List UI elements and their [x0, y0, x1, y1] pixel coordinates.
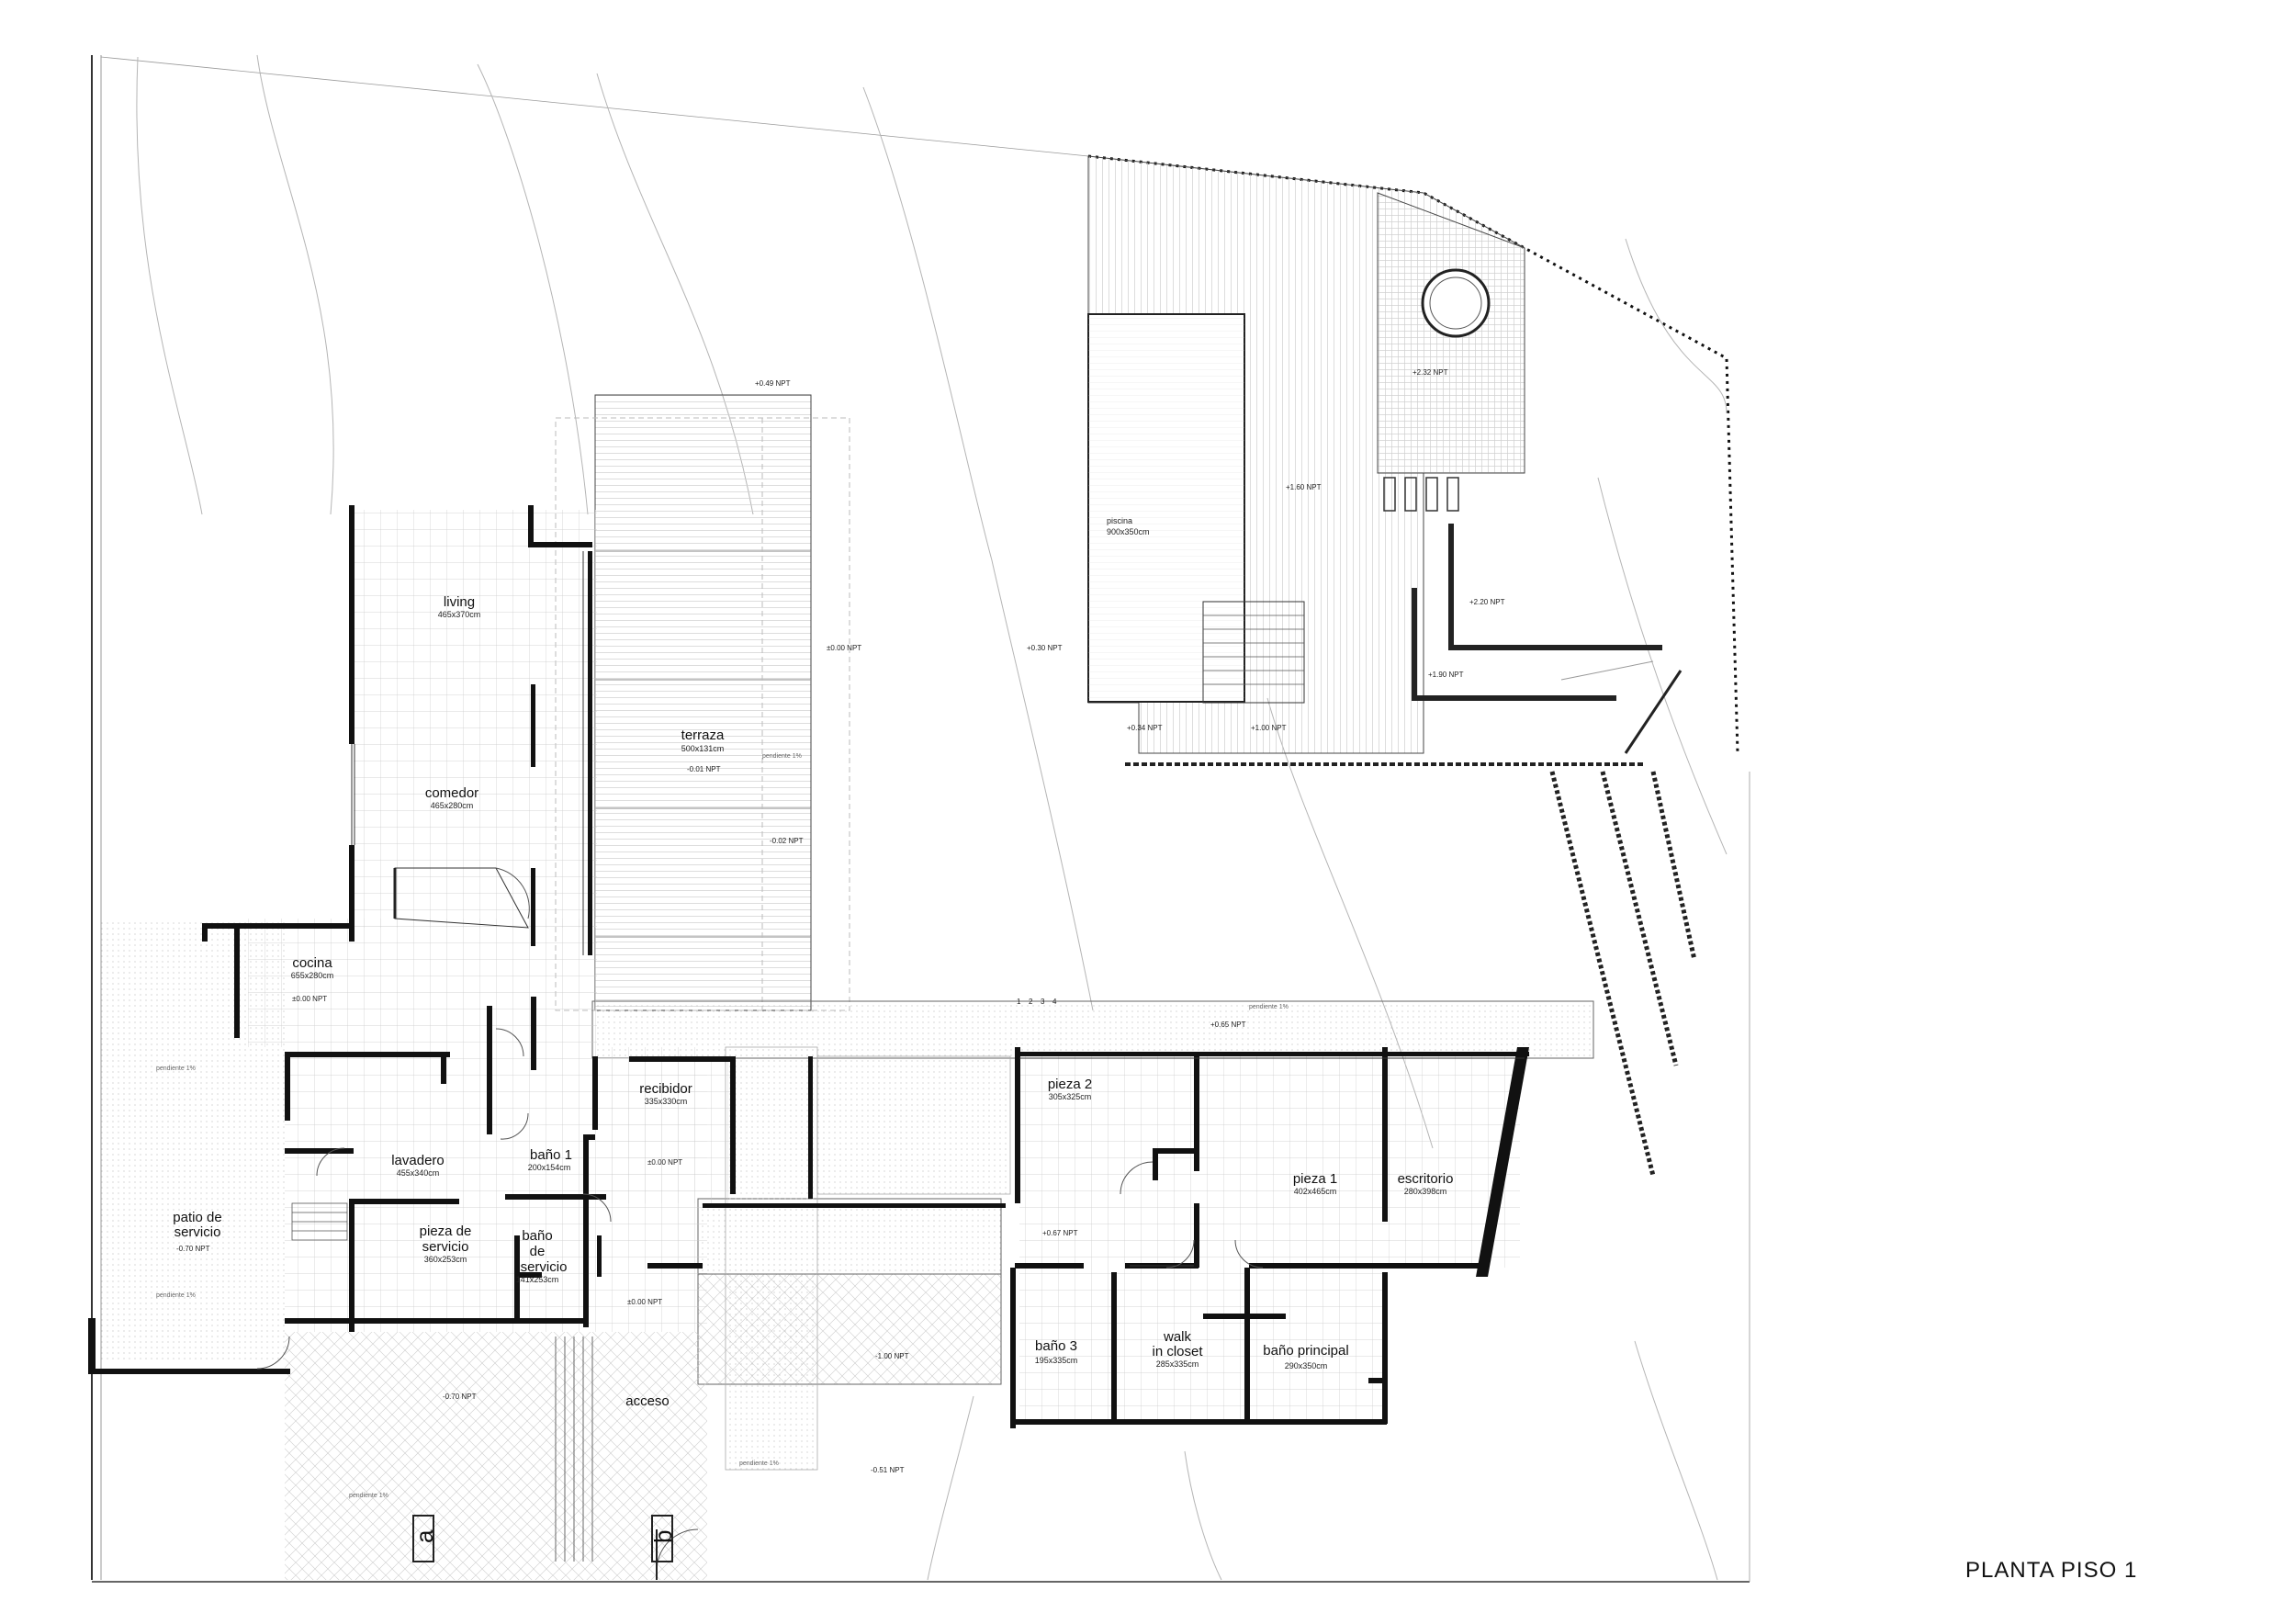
level-terraza-mid: -0.01 NPT — [687, 765, 721, 773]
tiled-floors — [248, 510, 1520, 1424]
level-terraza-side: ±0.00 NPT — [827, 644, 861, 652]
section-markers — [412, 1515, 673, 1562]
corridor-floors — [591, 1000, 1594, 1471]
pool-steps-diagonal — [1549, 771, 1697, 1177]
level-terraza-low: -0.02 NPT — [770, 837, 804, 845]
label-cocina: cocina — [292, 955, 332, 971]
label-pieza-1: pieza 1 — [1293, 1171, 1337, 1187]
label-patio-servicio-1: patio de — [173, 1210, 221, 1225]
slope-note-patio-a: pendiente 1% — [156, 1066, 196, 1072]
level-pasillo: +0.65 NPT — [1210, 1021, 1246, 1029]
slope-notes: pendiente 1% pendiente 1% pendiente 1% p… — [156, 753, 1289, 1499]
label-pieza-servicio-2: servicio — [422, 1239, 469, 1255]
level-recibidor: ±0.00 NPT — [647, 1158, 682, 1167]
dims-terraza: 500x131cm — [681, 744, 725, 753]
level-acceso-top: ±0.00 NPT — [627, 1298, 662, 1306]
level-acceso-low: -0.51 NPT — [871, 1466, 905, 1474]
level-stair-d: +1.00 NPT — [1251, 724, 1287, 732]
level-cocina: ±0.00 NPT — [292, 995, 327, 1003]
slope-note-terraza: pendiente 1% — [762, 753, 802, 760]
dims-pieza-2: 305x325cm — [1049, 1092, 1092, 1101]
label-acceso: acceso — [625, 1393, 670, 1409]
dims-bano-1: 200x154cm — [528, 1163, 571, 1172]
level-stair-b: +1.90 NPT — [1428, 671, 1464, 679]
section-b-label: b — [649, 1530, 677, 1543]
label-escritorio: escritorio — [1398, 1171, 1454, 1187]
label-pieza-servicio-1: pieza de — [420, 1224, 472, 1239]
steps-lavadero — [291, 1202, 348, 1241]
terrace-deck — [555, 394, 850, 1011]
dims-bano-3: 195x335cm — [1035, 1356, 1078, 1365]
level-stair-a: +2.20 NPT — [1469, 598, 1505, 606]
label-lavadero: lavadero — [391, 1153, 445, 1168]
label-comedor: comedor — [425, 785, 478, 801]
level-terraza-top: +0.49 NPT — [755, 379, 791, 388]
slope-note-acceso: pendiente 1% — [349, 1493, 388, 1499]
dims-comedor: 465x280cm — [431, 801, 474, 810]
level-patio-servicio: -0.70 NPT — [176, 1245, 210, 1253]
label-terraza: terraza — [681, 727, 725, 743]
slope-note-acceso-low: pendiente 1% — [739, 1460, 779, 1467]
label-bano-1: baño 1 — [530, 1147, 572, 1163]
dims-pieza-1: 402x465cm — [1294, 1187, 1337, 1196]
door-swings — [256, 1028, 1264, 1580]
level-piscina-deck: +1.60 NPT — [1286, 483, 1322, 491]
label-bano-principal: baño principal — [1263, 1343, 1348, 1359]
level-piscina-edge: +0.30 NPT — [1027, 644, 1063, 652]
stair-step-1: 1 — [1017, 998, 1021, 1006]
level-marks: +0.49 NPT -0.01 NPT -0.02 NPT ±0.00 NPT … — [176, 368, 1505, 1474]
level-pasillo-2: +0.67 NPT — [1042, 1229, 1078, 1237]
windows — [351, 551, 1525, 1267]
jacuzzi — [1421, 268, 1491, 338]
dims-pieza-servicio: 360x253cm — [424, 1255, 467, 1264]
stair-step-4: 4 — [1052, 998, 1057, 1006]
stair-step-2: 2 — [1029, 998, 1033, 1006]
dims-piscina: 900x350cm — [1107, 527, 1150, 536]
dims-walk-closet: 285x335cm — [1156, 1359, 1199, 1369]
dims-bano-servicio: 141x253cm — [516, 1275, 559, 1284]
slope-note-pasillo: pendiente 1% — [1249, 1004, 1289, 1010]
label-bano-3: baño 3 — [1035, 1338, 1077, 1354]
level-acceso-ramp: -1.00 NPT — [875, 1352, 909, 1360]
dims-recibidor: 335x330cm — [645, 1097, 688, 1106]
label-living: living — [444, 594, 475, 610]
dims-living: 465x370cm — [438, 610, 481, 619]
level-jacuzzi: +2.32 NPT — [1412, 368, 1448, 377]
label-walk-closet-2: in closet — [1152, 1344, 1203, 1359]
label-bano-servicio-1: baño — [522, 1228, 552, 1244]
level-acceso-patio: -0.70 NPT — [443, 1393, 477, 1401]
walls — [88, 505, 1529, 1428]
stair-comedor — [393, 867, 530, 929]
label-piscina: piscina — [1107, 516, 1132, 525]
dims-cocina: 655x280cm — [291, 971, 334, 980]
label-walk-closet-1: walk — [1163, 1329, 1192, 1345]
label-pieza-2: pieza 2 — [1048, 1077, 1092, 1092]
dims-lavadero: 455x340cm — [397, 1168, 440, 1178]
dims-bano-principal: 290x350cm — [1285, 1361, 1328, 1370]
room-labels: living 465x370cm comedor 465x280cm cocin… — [173, 516, 1453, 1409]
label-recibidor: recibidor — [639, 1081, 692, 1097]
pool-deck — [1087, 155, 1683, 766]
stair-step-3: 3 — [1041, 998, 1045, 1006]
dims-escritorio: 280x398cm — [1404, 1187, 1447, 1196]
stair-acceso — [555, 1336, 593, 1562]
level-stair-c: +0.34 NPT — [1127, 724, 1163, 732]
acceso-paving — [285, 1332, 707, 1580]
slope-note-patio-b: pendiente 1% — [156, 1292, 196, 1299]
label-bano-servicio-2: de — [530, 1244, 546, 1259]
label-bano-servicio-3: servicio — [521, 1259, 568, 1275]
drawing-title: PLANTA PISO 1 — [1965, 1558, 2137, 1583]
section-a-label: a — [411, 1529, 438, 1543]
label-patio-servicio-2: servicio — [174, 1224, 221, 1240]
stair-numbers: 1 2 3 4 — [1017, 998, 1057, 1006]
patio-paving — [101, 919, 285, 1359]
